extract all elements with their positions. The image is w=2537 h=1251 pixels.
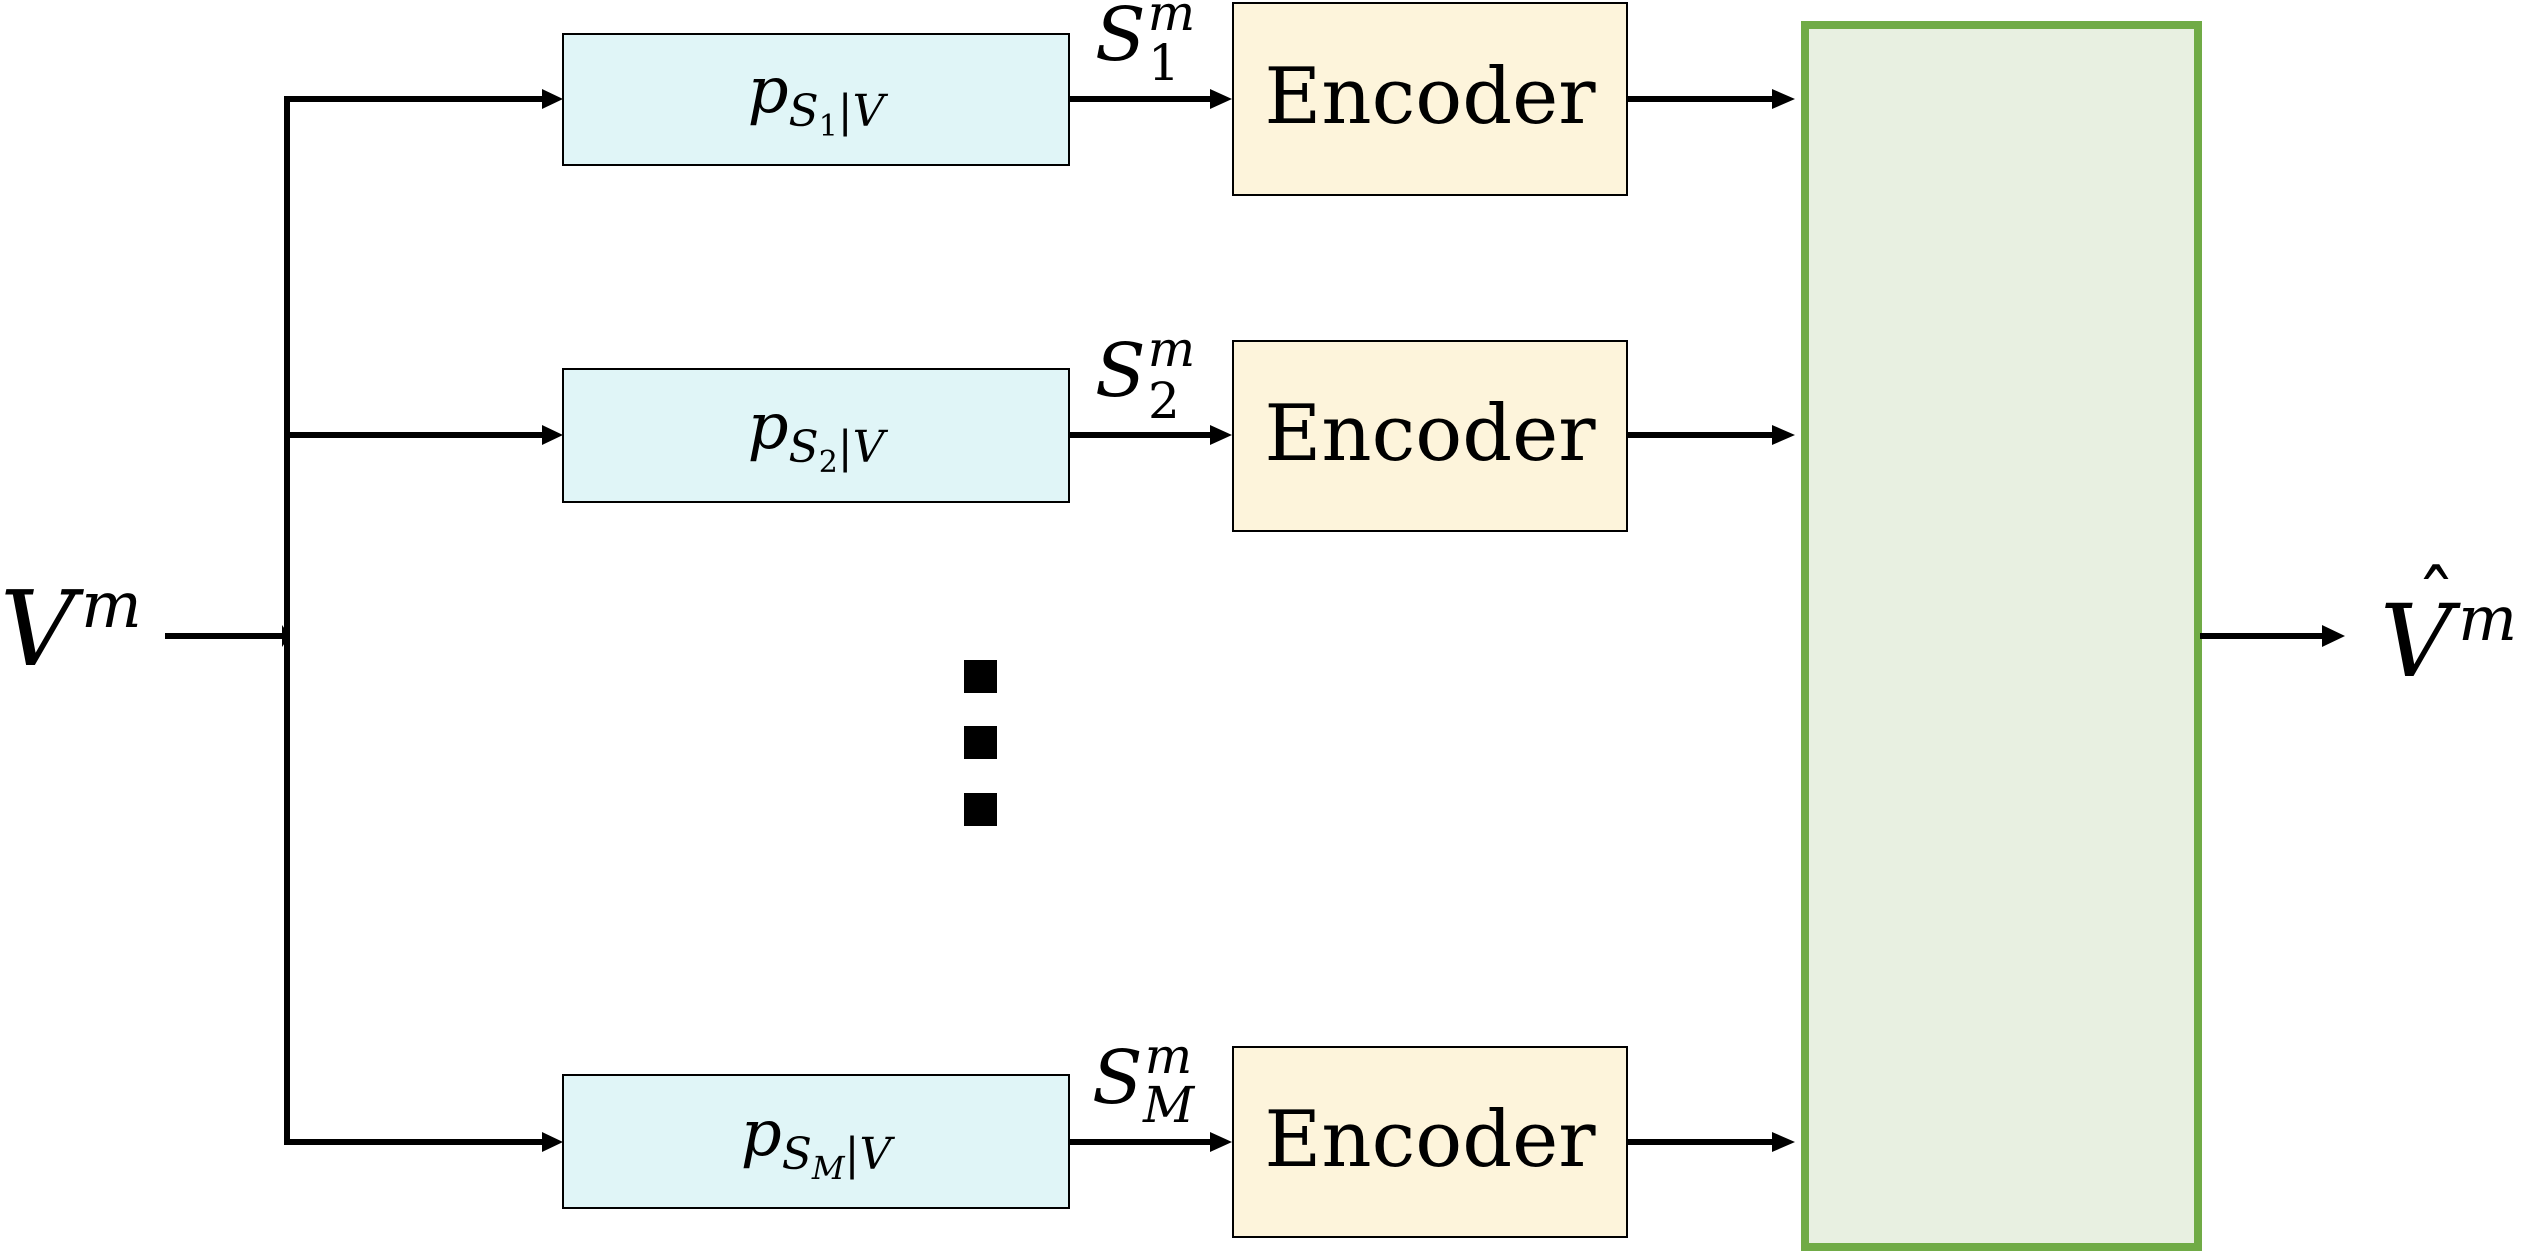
encoder-box-1: [1232, 2, 1628, 196]
encoder-to-decoder-1-arrowhead: [1772, 89, 1795, 109]
branch-2: pS2|V Sm 2 Encoder: [284, 320, 1795, 532]
encoder-box-2: [1232, 340, 1628, 532]
channel-p-m: p: [741, 1097, 782, 1171]
signal-sub-1: 1: [1148, 34, 1180, 92]
channel-to-encoder-2-arrowhead: [1210, 425, 1232, 445]
ellipsis-dot: [964, 793, 997, 826]
channel-label-2: pS2|V: [748, 390, 889, 480]
channel-sub-idx-m: M: [811, 1149, 846, 1187]
bus-to-channel-m-arrowhead: [542, 1132, 563, 1152]
channel-sub-rest-1: |V: [838, 86, 889, 137]
output-var: V: [2380, 583, 2461, 700]
channel-sub-idx-1: 1: [819, 109, 838, 144]
signal-sup-m: m: [1145, 1027, 1192, 1085]
encoder-to-decoder-m-arrowhead: [1772, 1132, 1795, 1152]
output-hat: ˆ: [2416, 554, 2456, 647]
branch-1: pS1|V Sm 1 Encoder: [284, 0, 1795, 196]
output-arrowhead: [2322, 625, 2345, 647]
encoder-label-m: Encoder: [1264, 1095, 1596, 1185]
channel-box-m: [562, 1074, 1070, 1209]
encoder-label-2: Encoder: [1264, 389, 1596, 479]
signal-label-2: Sm: [1095, 320, 1195, 414]
channel-sub-var-1: S: [789, 86, 819, 137]
channel-p-1: p: [748, 54, 789, 128]
output-sup: m: [2458, 582, 2517, 655]
input-label: Vm: [0, 568, 142, 690]
channel-box-2: [562, 368, 1070, 503]
signal-label-1: Sm: [1095, 0, 1195, 78]
branch-m: pSM|V Sm M Encoder: [284, 1027, 1795, 1238]
signal-var-m: S: [1092, 1035, 1143, 1121]
channel-label-1: pS1|V: [748, 54, 889, 144]
channel-sub-idx-2: 2: [819, 445, 838, 480]
signal-sub-2: 2: [1148, 372, 1180, 430]
channel-to-encoder-m-arrowhead: [1210, 1132, 1232, 1152]
signal-var-2: S: [1095, 328, 1146, 414]
ellipsis-dot: [964, 660, 997, 693]
channel-sub-var-m: S: [782, 1129, 812, 1180]
encoder-label-1: Encoder: [1264, 52, 1596, 142]
signal-var-1: S: [1095, 0, 1146, 78]
channel-to-encoder-1-arrowhead: [1210, 89, 1232, 109]
signal-sup-1: m: [1148, 0, 1195, 42]
channel-sub-var-2: S: [789, 422, 819, 473]
signal-label-m: Sm: [1092, 1027, 1192, 1121]
channel-p-2: p: [748, 390, 789, 464]
channel-sub-rest-2: |V: [838, 422, 889, 473]
bus-to-channel-1-arrowhead: [542, 89, 563, 109]
input-var: V: [0, 568, 84, 690]
signal-sub-m: M: [1142, 1076, 1196, 1134]
ellipsis-dot: [964, 726, 997, 759]
input-sup: m: [81, 569, 142, 643]
channel-box-1: [562, 33, 1070, 166]
decoder-box: [1801, 21, 2202, 1251]
encoder-to-decoder-2-arrowhead: [1772, 425, 1795, 445]
output-label: Vm: [2380, 582, 2517, 700]
ellipsis-dots: [964, 660, 997, 826]
bus-to-channel-2-arrowhead: [542, 425, 563, 445]
encoder-box-m: [1232, 1046, 1628, 1238]
signal-sup-2: m: [1148, 320, 1195, 378]
channel-sub-rest-m: |V: [845, 1129, 896, 1180]
channel-label-m: pSM|V: [741, 1097, 896, 1187]
